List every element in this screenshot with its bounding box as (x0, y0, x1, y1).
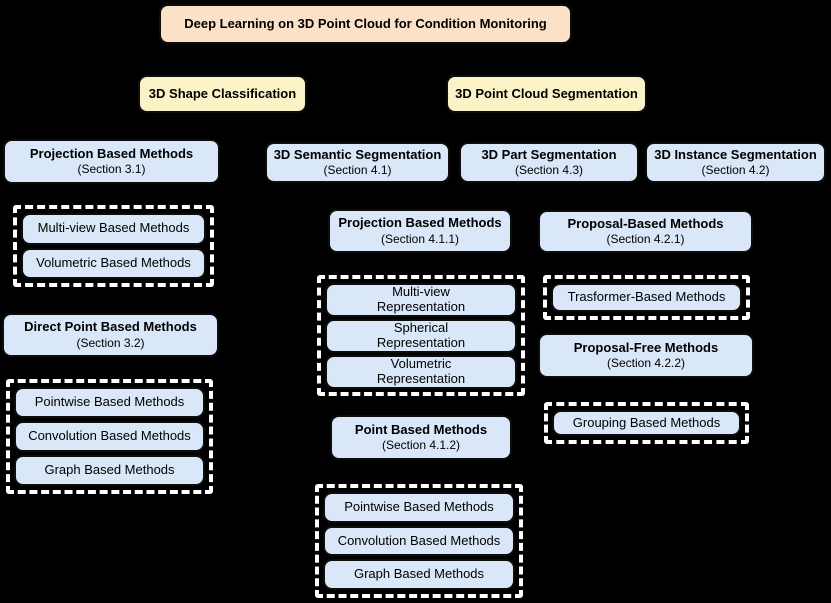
header-title: Direct Point Based Methods (24, 319, 197, 335)
header-part-segmentation-4-3: 3D Part Segmentation (Section 4.3) (459, 142, 639, 183)
root-label: Deep Learning on 3D Point Cloud for Cond… (184, 15, 547, 31)
group-sem-projection-representations: Multi-view Representation Spherical Repr… (317, 275, 525, 396)
method-node: Grouping Based Methods (552, 410, 741, 436)
header-title: 3D Instance Segmentation (654, 146, 817, 162)
header-title: Proposal-Free Methods (573, 339, 719, 355)
branch-label: 3D Shape Classification (148, 85, 297, 101)
header-section: (Section 4.1) (323, 163, 392, 178)
header-title: Projection Based Methods (29, 145, 194, 161)
header-sem-projection-4-1-1: Projection Based Methods (Section 4.1.1) (328, 209, 512, 253)
group-classification-projection: Multi-view Based Methods Volumetric Base… (13, 205, 214, 287)
branch-label: 3D Point Cloud Segmentation (455, 85, 638, 101)
method-node: Multi-view Representation (325, 283, 517, 317)
branch-shape-classification: 3D Shape Classification (138, 75, 307, 113)
header-instance-segmentation-4-2: 3D Instance Segmentation (Section 4.2) (645, 142, 826, 183)
method-node: Trasformer-Based Methods (551, 283, 742, 312)
method-node: Volumetric Based Methods (21, 247, 206, 279)
group-classification-direct-point: Pointwise Based Methods Convolution Base… (6, 379, 213, 494)
header-section: (Section 3.2) (76, 335, 145, 350)
method-node: Pointwise Based Methods (323, 492, 515, 523)
method-node: Convolution Based Methods (14, 421, 205, 452)
method-label: Pointwise Based Methods (34, 394, 185, 410)
header-proposal-based-4-2-1: Proposal-Based Methods (Section 4.2.1) (538, 210, 753, 253)
root-node: Deep Learning on 3D Point Cloud for Cond… (159, 4, 572, 44)
header-proposal-free-4-2-2: Proposal-Free Methods (Section 4.2.2) (538, 333, 754, 378)
header-section: (Section 4.1.1) (380, 231, 460, 246)
header-title: Proposal-Based Methods (567, 215, 724, 231)
header-sem-point-4-1-2: Point Based Methods (Section 4.1.2) (330, 415, 512, 460)
header-section: (Section 4.2.2) (606, 356, 686, 371)
group-sem-point-methods: Pointwise Based Methods Convolution Base… (315, 484, 523, 598)
method-label: Graph Based Methods (44, 462, 175, 478)
method-node: Graph Based Methods (14, 455, 205, 486)
method-node: Multi-view Based Methods (21, 213, 206, 245)
header-semantic-segmentation-4-1: 3D Semantic Segmentation (Section 4.1) (265, 142, 450, 183)
header-title: Projection Based Methods (338, 215, 502, 231)
group-proposal-based-methods: Trasformer-Based Methods (543, 275, 750, 320)
method-node: Pointwise Based Methods (14, 387, 205, 418)
branch-point-cloud-segmentation: 3D Point Cloud Segmentation (446, 75, 647, 113)
header-section: (Section 4.2) (701, 163, 770, 178)
header-section: (Section 4.3) (514, 163, 584, 178)
method-label: Grouping Based Methods (572, 414, 721, 430)
header-section: (Section 3.1) (77, 162, 146, 177)
header-section: (Section 4.2.1) (606, 232, 685, 247)
method-label: Multi-view Representation (376, 284, 466, 314)
header-title: Point Based Methods (354, 421, 488, 437)
header-projection-based-3-1: Projection Based Methods (Section 3.1) (3, 139, 220, 184)
group-proposal-free-methods: Grouping Based Methods (544, 402, 749, 444)
method-label: Multi-view Based Methods (37, 220, 190, 236)
method-label: Graph Based Methods (353, 566, 485, 582)
header-title: 3D Part Segmentation (481, 146, 617, 162)
header-direct-point-3-2: Direct Point Based Methods (Section 3.2) (2, 313, 219, 357)
method-node: Graph Based Methods (323, 559, 515, 591)
header-section: (Section 4.1.2) (381, 438, 461, 453)
method-label: Convolution Based Methods (337, 532, 501, 548)
method-label: Spherical Representation (376, 319, 466, 350)
method-label: Trasformer-Based Methods (567, 289, 726, 305)
method-label: Convolution Based Methods (28, 428, 191, 444)
method-node: Volumetric Representation (325, 354, 517, 389)
method-label: Pointwise Based Methods (344, 498, 494, 514)
method-label: Volumetric Based Methods (36, 254, 191, 270)
header-title: 3D Semantic Segmentation (273, 146, 442, 162)
method-label: Volumetric Representation (376, 355, 466, 386)
method-node: Spherical Representation (325, 318, 517, 353)
method-node: Convolution Based Methods (323, 525, 515, 557)
